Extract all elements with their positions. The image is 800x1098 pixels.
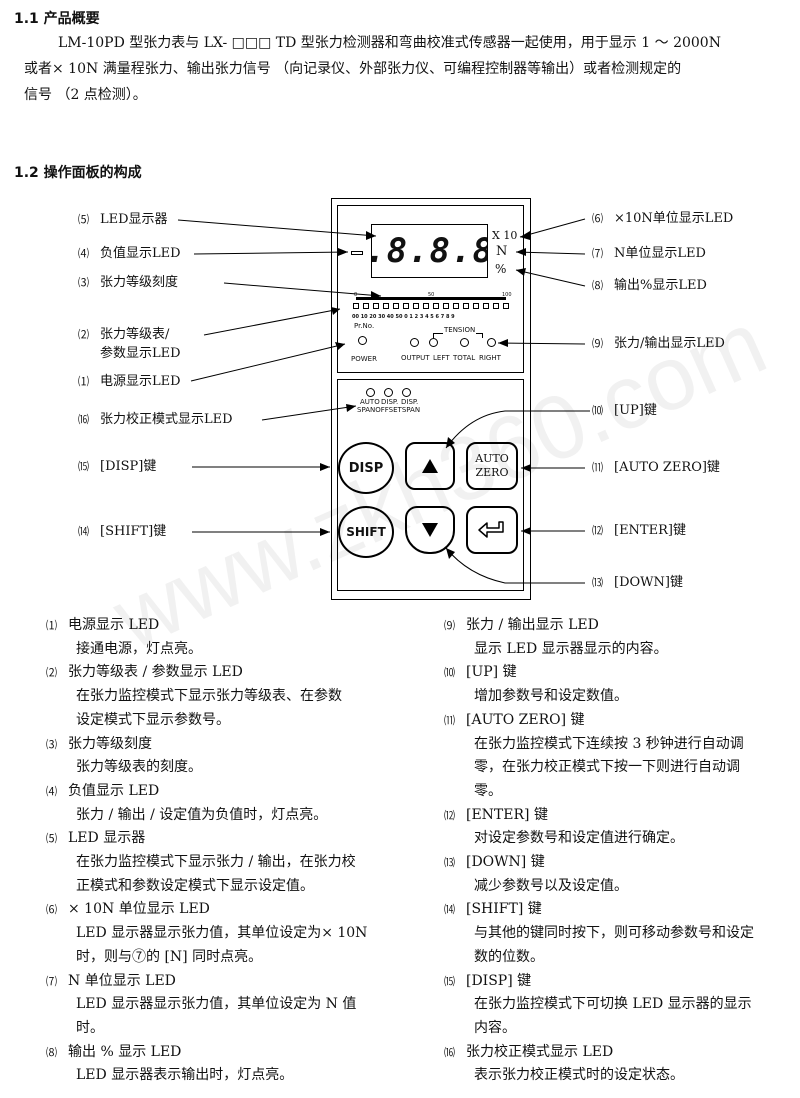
led-display: 8.8.8.8. (371, 224, 488, 278)
down-button[interactable] (405, 506, 455, 554)
right-label: RIGHT (479, 354, 501, 362)
desc-item-13: ⒀[DOWN] 键减少参数号以及设定值。 (444, 854, 628, 894)
callout-x10n-led: ⑹×10N单位显示LED (592, 211, 734, 226)
output-led (410, 338, 419, 347)
callout-autozero-key: ⑾[AUTO ZERO]键 (592, 460, 720, 475)
up-button[interactable] (405, 442, 455, 490)
right-led (487, 338, 496, 347)
callout-param-led: 参数显示LED (100, 346, 181, 361)
total-led (460, 338, 469, 347)
desc-item-5: ⑸LED 显示器在张力监控模式下显示张力 / 输出，在张力校正模式和参数设定模式… (46, 830, 356, 894)
shift-button-label: SHIFT (346, 525, 386, 539)
disp-button[interactable]: DISP (338, 442, 394, 494)
auto-zero-label-zero: ZERO (475, 466, 509, 479)
overview-line-3: 信号 （2 点检测）。 (24, 87, 147, 103)
negative-led (351, 251, 363, 255)
tension-label: TENSION (443, 326, 477, 334)
section-heading-overview: 1.1 产品概要 (14, 11, 100, 27)
enter-button[interactable] (466, 506, 518, 554)
up-arrow-icon (422, 459, 438, 473)
callout-down-key: ⒀[DOWN]键 (592, 575, 683, 590)
unit-x10-label: X 10 (492, 229, 518, 242)
callout-up-key: ⑽[UP]键 (592, 403, 657, 418)
scale-label-50: 50 (428, 292, 435, 298)
down-arrow-icon (422, 523, 438, 537)
scale-label-0: 0 (354, 292, 358, 298)
callout-n-led: ⑺N单位显示LED (592, 246, 706, 261)
overview-line-2: 或者× 10N 满量程张力、输出张力信号 （向记录仪、外部张力仪、可编程控制器等… (24, 61, 682, 77)
callout-negative-led: ⑷负值显示LED (78, 246, 181, 261)
param-number-labels: 00 10 20 30 40 50 0 1 2 3 4 5 6 7 8 9 (352, 314, 455, 320)
callout-tension-scale: ⑶张力等级刻度 (78, 275, 179, 290)
auto-zero-button[interactable]: AUTO ZERO (466, 442, 518, 490)
callout-tension-table: ⑵张力等级表/ (78, 327, 170, 342)
operation-panel (331, 198, 531, 600)
total-label: TOTAL (453, 354, 476, 362)
panel-lower-section (337, 379, 524, 591)
callout-enter-key: ⑿[ENTER]键 (592, 523, 686, 538)
desc-item-10: ⑽[UP] 键增加参数号和设定数值。 (444, 664, 628, 705)
callout-shift-key: ⒁[SHIFT]键 (78, 524, 167, 539)
desc-item-12: ⑿[ENTER] 键对设定参数号和设定值进行确定。 (444, 806, 684, 847)
auto-zero-label-auto: AUTO (475, 452, 509, 465)
callout-led-display: ⑸LED显示器 (78, 212, 168, 227)
callout-disp-key: ⒂[DISP]键 (78, 459, 157, 474)
desc-item-3: ⑶张力等级刻度张力等级表的刻度。 (46, 735, 202, 776)
overview-paragraph: LM-10PD 型张力表与 LX- □□□ TD 型张力检测器和弯曲校准式传感器… (24, 30, 800, 108)
power-led (358, 336, 367, 345)
disp-button-label: DISP (348, 460, 384, 476)
callout-calib-mode-led: ⒃张力校正模式显示LED (78, 412, 233, 427)
scale-label-100: 100 (502, 292, 512, 298)
unit-n-label: N (496, 244, 508, 259)
output-label: OUTPUT (401, 354, 430, 362)
callout-tension-output-led: ⑼张力/输出显示LED (592, 336, 725, 351)
left-label: LEFT (433, 354, 450, 362)
auto-label: AUTO (360, 398, 380, 406)
power-label: POWER (351, 355, 377, 363)
disp-offset-led (384, 388, 393, 397)
panel-upper-section (337, 205, 524, 373)
callout-percent-led: ⑻输出%显示LED (592, 278, 707, 293)
auto-span-led (366, 388, 375, 397)
unit-percent-label: % (495, 262, 507, 276)
desc-item-11: ⑾[AUTO ZERO] 键在张力监控模式下连续按 3 秒钟进行自动调零，在张力… (444, 711, 744, 799)
disp2-label: DISP. (401, 398, 419, 406)
overview-line-1: LM-10PD 型张力表与 LX- □□□ TD 型张力检测器和弯曲校准式传感器… (58, 35, 721, 51)
left-led (429, 338, 438, 347)
callout-power-led: ⑴电源显示LED (78, 374, 181, 389)
shift-button[interactable]: SHIFT (338, 506, 394, 558)
desc-item-15: ⒂[DISP] 键在张力监控模式下可切换 LED 显示器的显示内容。 (444, 972, 752, 1036)
tension-led-row (353, 303, 509, 311)
section-heading-panel: 1.2 操作面板的构成 (14, 165, 142, 181)
disp1-label: DISP. (381, 398, 399, 406)
span-offset-span-label: SPANOFFSETSPAN (357, 406, 421, 414)
pr-no-label: Pr.No. (354, 322, 375, 330)
tension-scale-bar (356, 297, 506, 300)
disp-span-led (402, 388, 411, 397)
desc-item-14: ⒁[SHIFT] 键与其他的键同时按下，则可移动参数号和设定数的位数。 (444, 901, 754, 965)
display-digits: 8.8.8.8. (372, 231, 487, 271)
enter-arrow-icon (478, 521, 504, 538)
